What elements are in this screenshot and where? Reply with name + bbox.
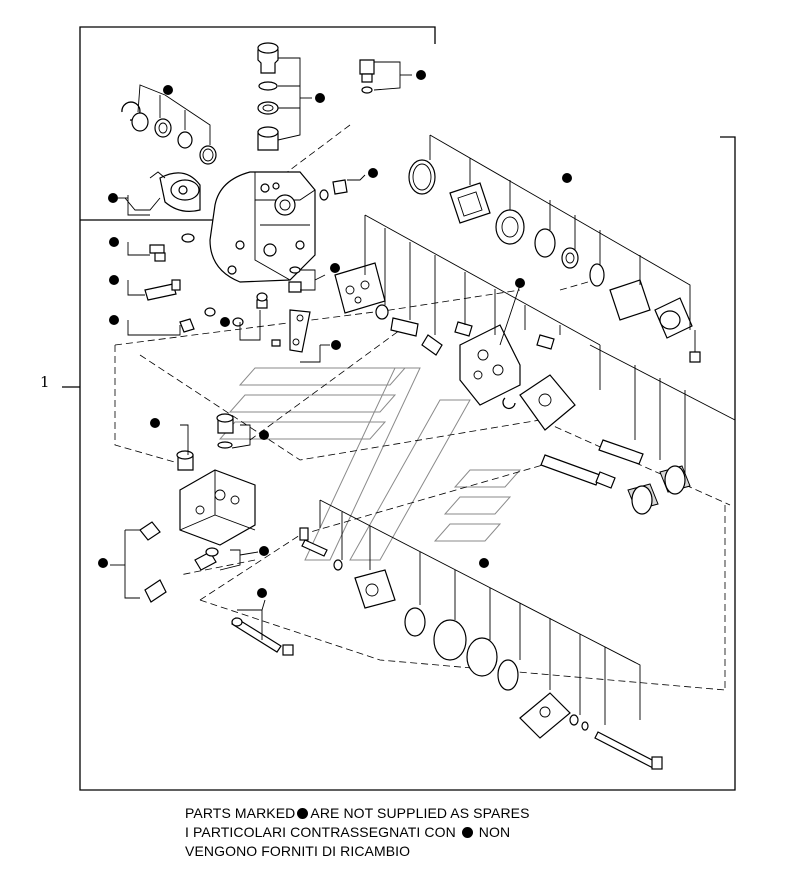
upper-right-module [408,134,701,363]
callout-number: 1 [40,373,50,391]
callout-leaders [118,195,330,363]
valve-body-upper [209,171,316,283]
lower-left-block [110,413,294,656]
diagram-frame [62,26,736,791]
watermark-logo [218,367,522,561]
assembly-guide-lines [114,124,731,691]
gears-and-shafts [540,344,736,515]
note-line2-start: I PARTICOLARI CONTRASSEGNATI CON [185,824,456,840]
lower-right-assembly [299,499,663,770]
spare-parts-note: PARTS MARKED ARE NOT SUPPLIED AS SPARES I… [185,804,530,861]
note-line2-end: NON [478,824,511,840]
upper-left-parts [121,84,311,353]
bullet-marker-icon [461,827,473,838]
note-line-italian: I PARTICOLARI CONTRASSEGNATI CON NON [185,823,530,842]
upper-plugs [257,42,412,201]
note-line-italian-2: VENGONO FORNITI DI RICAMBIO [185,843,411,859]
not-supplied-markers [98,70,572,598]
note-line-english: PARTS MARKED ARE NOT SUPPLIED AS SPARES [185,804,530,823]
note-line1-start: PARTS MARKED [185,805,296,821]
middle-valve-body [334,214,601,431]
bullet-marker-icon [297,808,309,819]
note-line1-end: ARE NOT SUPPLIED AS SPARES [310,805,530,821]
